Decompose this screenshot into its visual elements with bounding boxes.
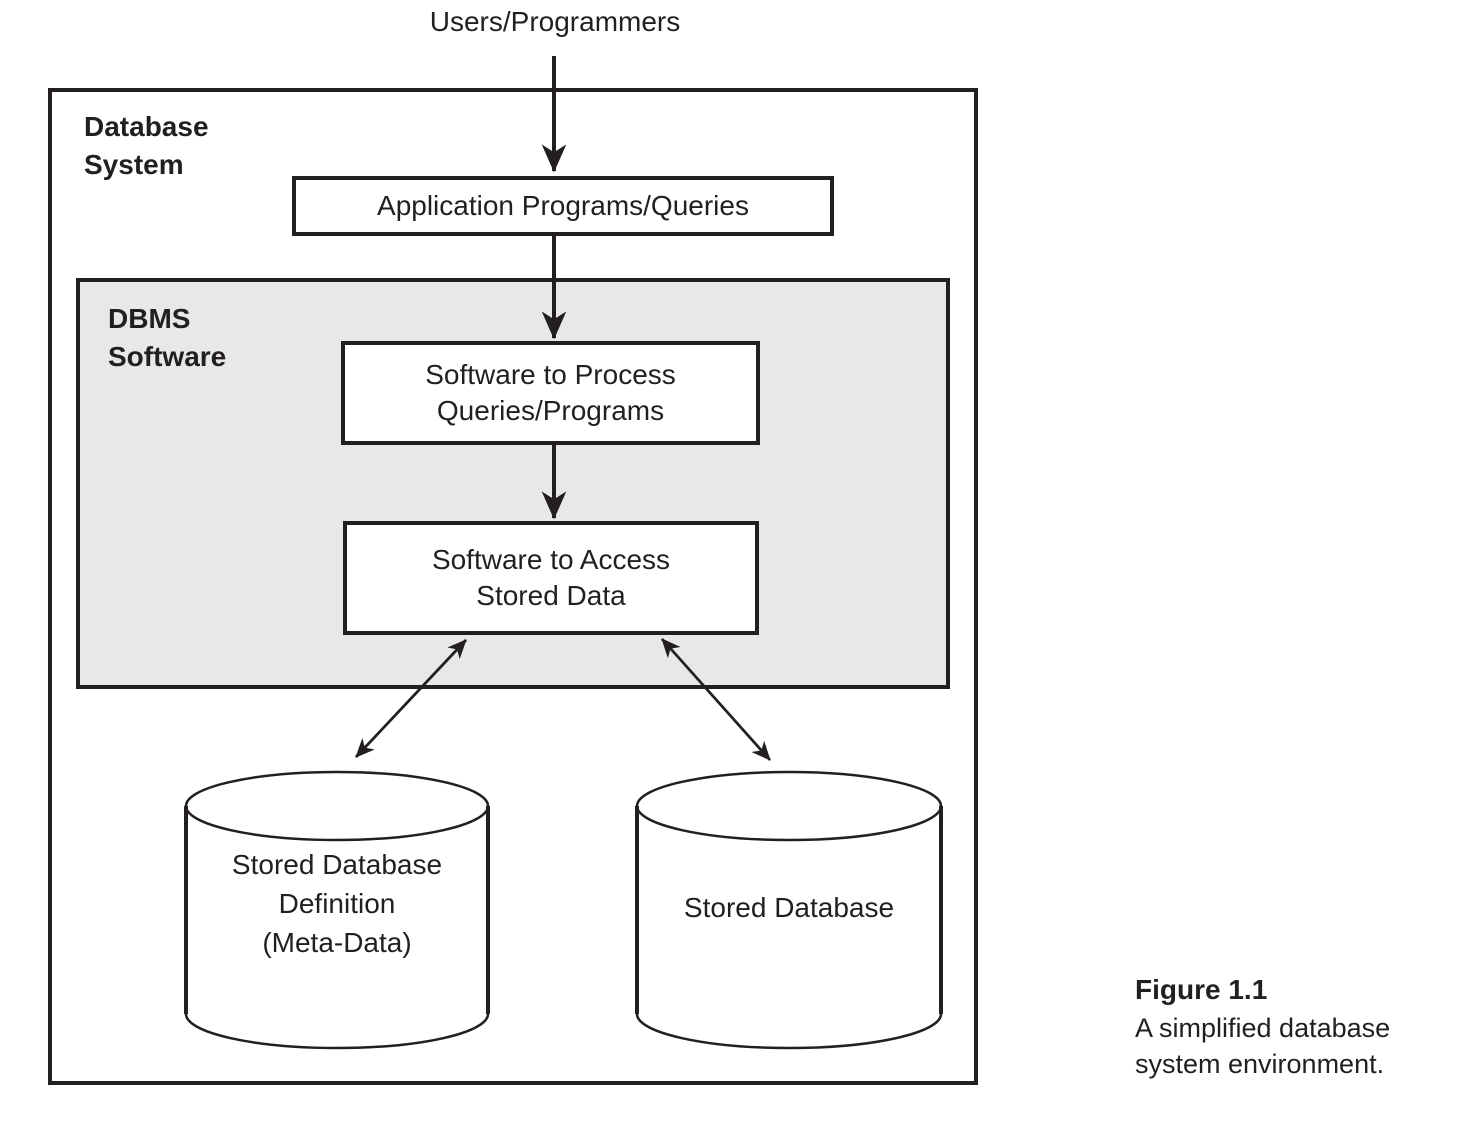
users-programmers-label: Users/Programmers <box>429 6 681 37</box>
access-data-label: Software to Access Stored Data <box>431 544 671 611</box>
database-system-label: Database System <box>84 111 209 180</box>
figure-caption-title: Figure 1.1 <box>1135 974 1268 1005</box>
process-queries-box: Software to Process Queries/Programs <box>341 341 760 445</box>
metadata-cylinder-label: Stored Database Definition (Meta-Data) <box>231 849 443 958</box>
access-data-box: Software to Access Stored Data <box>343 521 759 635</box>
figure-caption: Figure 1.1 A simplified database system … <box>1135 972 1390 1082</box>
application-programs-label: Application Programs/Queries <box>377 190 749 221</box>
figure-caption-body: A simplified database system environment… <box>1135 1013 1391 1079</box>
stored-database-label: Stored Database <box>683 892 895 923</box>
application-programs-box: Application Programs/Queries <box>292 176 834 236</box>
process-queries-label: Software to Process Queries/Programs <box>425 359 676 426</box>
dbms-software-label: DBMS Software <box>108 303 227 372</box>
database-system-box <box>48 88 978 1085</box>
